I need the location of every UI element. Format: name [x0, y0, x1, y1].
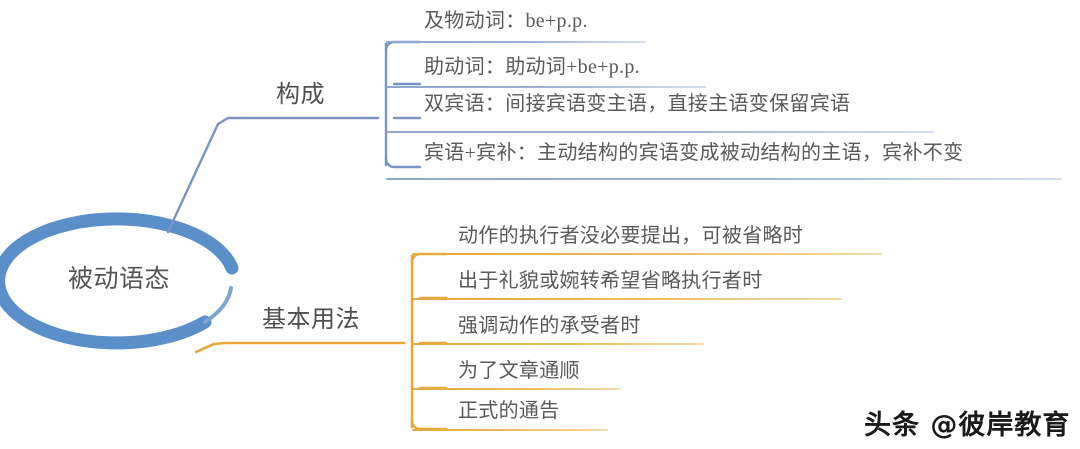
- leaf-rule-usage-3: [412, 343, 704, 345]
- leaf-usage-4[interactable]: 为了文章通顺: [458, 360, 580, 382]
- leaf-usage-2[interactable]: 出于礼貌或婉转希望省略执行者时: [458, 270, 763, 292]
- leaf-rule-composition-3: [386, 131, 934, 133]
- leaf-usage-5[interactable]: 正式的通告: [458, 400, 560, 422]
- leaf-composition-2[interactable]: 助动词：助动词+be+p.p.: [424, 56, 640, 78]
- leaf-composition-1[interactable]: 及物动词：be+p.p.: [424, 10, 588, 32]
- leaf-composition-4[interactable]: 宾语+宾补：主动结构的宾语变成被动结构的主语，宾补不变: [424, 142, 964, 164]
- leaf-usage-3[interactable]: 强调动作的承受者时: [458, 315, 641, 337]
- branch-label-composition[interactable]: 构成: [276, 82, 325, 108]
- leaf-rule-usage-2: [412, 298, 842, 300]
- connector-composition: [166, 40, 422, 234]
- leaf-rule-composition-2: [386, 86, 706, 88]
- leaf-usage-1[interactable]: 动作的执行者没必要提出，可被省略时: [458, 225, 804, 247]
- leaf-rule-composition-1: [386, 41, 646, 43]
- leaf-rule-usage-1: [412, 253, 882, 255]
- leaf-rule-usage-4: [412, 388, 620, 390]
- leaf-composition-3[interactable]: 双宾语：间接宾语变主语，直接主语变保留宾语: [424, 93, 851, 115]
- branch-label-basic-usage[interactable]: 基本用法: [262, 307, 360, 333]
- watermark-text: 头条 @彼岸教育: [864, 410, 1071, 441]
- connector-basic-usage: [194, 252, 448, 431]
- center-node-label: 被动语态: [68, 266, 171, 293]
- leaf-rule-usage-5: [412, 429, 608, 431]
- leaf-rule-composition-4: [386, 178, 1062, 180]
